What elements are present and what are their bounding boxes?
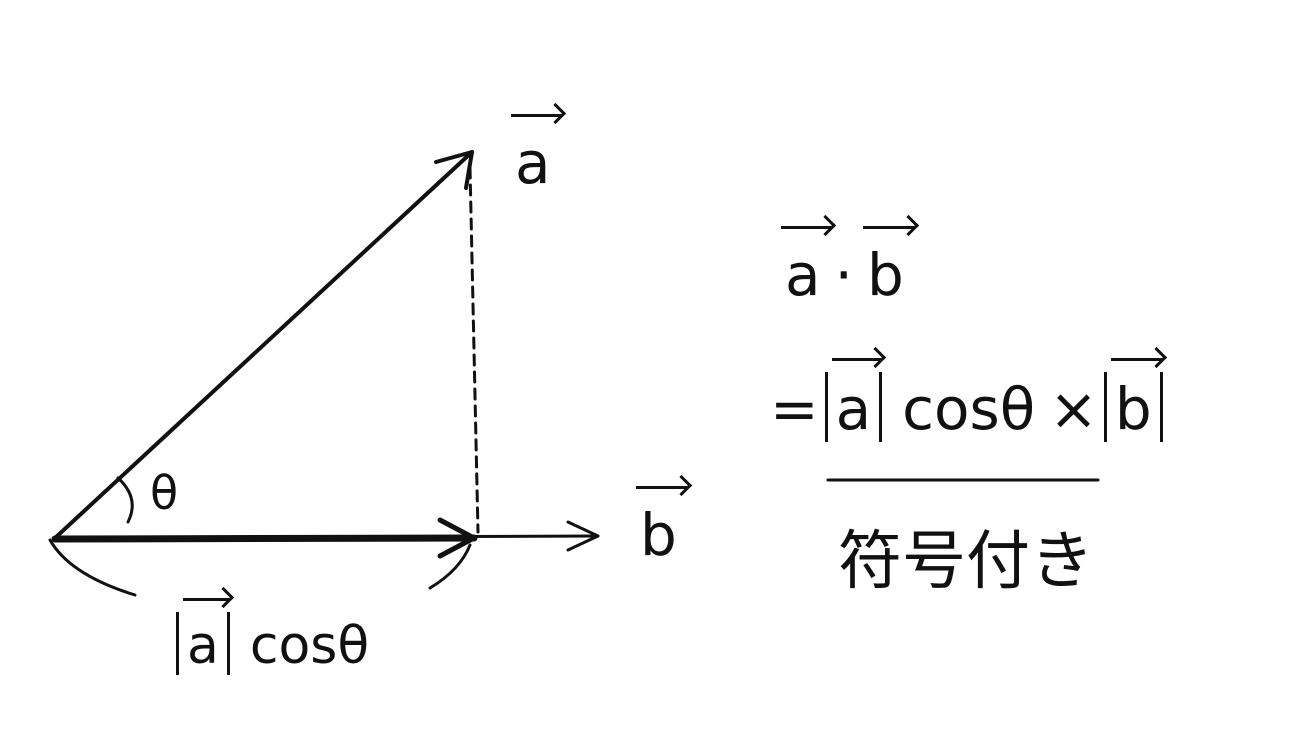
signed-annotation: 符号付き xyxy=(838,525,1094,599)
vector-b-label: b xyxy=(636,486,687,569)
magnitude-a: a xyxy=(176,597,230,676)
angle-arc xyxy=(116,476,134,524)
cos-theta-text: cosθ xyxy=(902,375,1036,443)
times-operator: × xyxy=(1049,375,1098,443)
vector-a-text: a xyxy=(781,226,830,309)
angle-theta-label: θ xyxy=(150,466,179,520)
projection-segment xyxy=(51,534,478,543)
dot-operator: · xyxy=(834,241,853,309)
vector-a-arrowhead xyxy=(434,150,474,190)
perpendicular-dashed-line xyxy=(468,166,480,534)
equals-sign: = xyxy=(770,375,819,443)
vector-a-text: a xyxy=(183,597,229,675)
vector-a-label: a xyxy=(511,114,560,197)
projection-arrowhead xyxy=(437,517,477,559)
vector-b-arrowhead xyxy=(566,520,600,552)
magnitude-a: a xyxy=(824,358,883,442)
vector-b-text: b xyxy=(863,226,914,309)
magnitude-b: b xyxy=(1103,358,1163,442)
vector-a-text: a xyxy=(831,358,881,442)
vector-a-text: a xyxy=(511,114,560,197)
projection-brace xyxy=(48,538,472,597)
vector-b-text: b xyxy=(636,486,687,569)
vector-b-text: b xyxy=(1110,358,1162,442)
dot-product-expression: a·b xyxy=(781,226,914,309)
cos-theta-text: cosθ xyxy=(249,616,370,676)
vector-a-line xyxy=(53,150,474,540)
